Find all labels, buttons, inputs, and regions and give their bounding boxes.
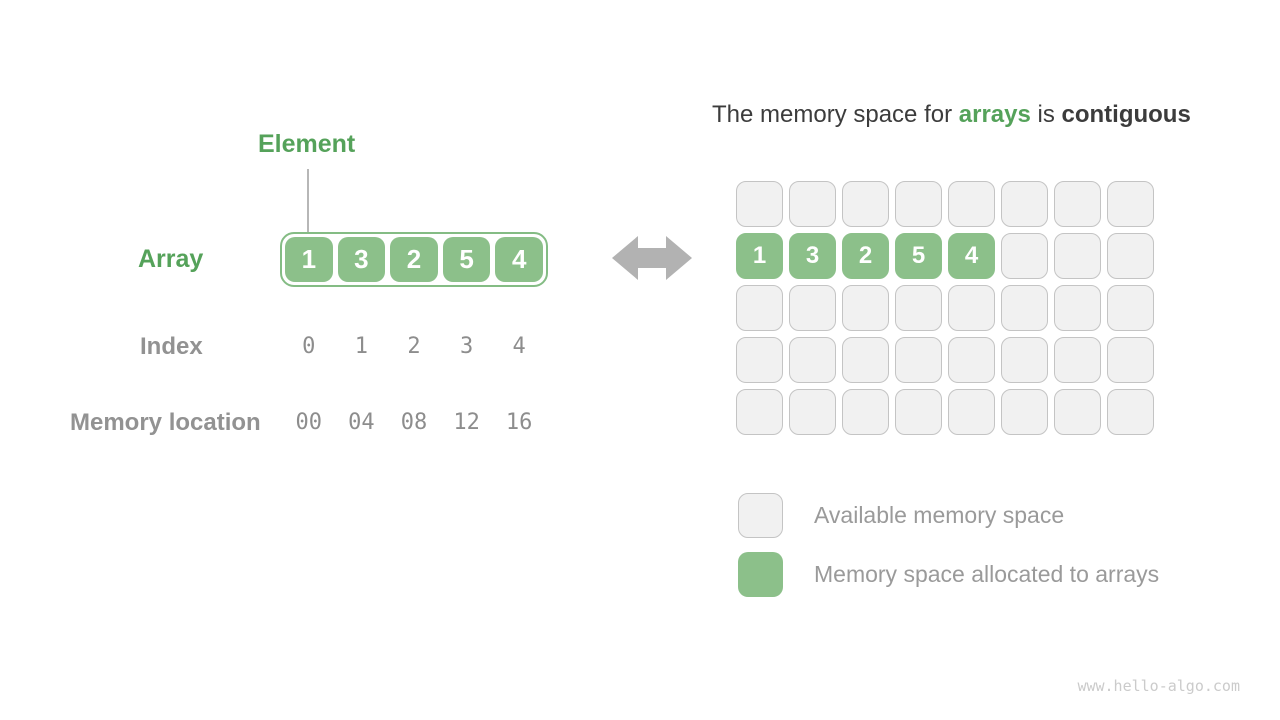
available-memory-cell: [895, 389, 942, 435]
allocated-memory-cell: 5: [895, 233, 942, 279]
available-memory-cell: [1054, 233, 1101, 279]
element-connector-line: [307, 169, 309, 232]
available-memory-cell: [1107, 233, 1154, 279]
available-memory-cell: [789, 285, 836, 331]
array-cell: 4: [495, 237, 543, 282]
available-memory-cell: [1001, 233, 1048, 279]
legend: Available memory space Memory space allo…: [738, 493, 1159, 611]
available-memory-cell: [1001, 337, 1048, 383]
memory-title: The memory space for arrays is contiguou…: [712, 101, 1192, 129]
available-memory-cell: [948, 181, 995, 227]
index-value: 2: [407, 334, 421, 359]
available-memory-cell: [1107, 389, 1154, 435]
index-value: 4: [512, 334, 526, 359]
available-memory-cell: [842, 389, 889, 435]
memory-location-value: 04: [348, 410, 375, 435]
allocated-memory-cell: 3: [789, 233, 836, 279]
element-label: Element: [258, 130, 356, 158]
available-memory-cell: [842, 337, 889, 383]
available-memory-cell: [789, 181, 836, 227]
available-memory-cell: [1054, 389, 1101, 435]
available-memory-cell: [895, 337, 942, 383]
double-arrow-icon: [612, 236, 692, 280]
array-container: 1 3 2 5 4: [280, 232, 548, 287]
available-memory-cell: [789, 337, 836, 383]
allocated-memory-cell: 4: [948, 233, 995, 279]
available-memory-swatch: [738, 493, 783, 538]
available-memory-cell: [736, 181, 783, 227]
available-memory-cell: [1054, 337, 1101, 383]
array-label: Array: [138, 245, 204, 273]
allocated-memory-cell: 1: [736, 233, 783, 279]
available-memory-cell: [895, 181, 942, 227]
available-memory-cell: [736, 337, 783, 383]
array-cell: 1: [285, 237, 333, 282]
allocated-memory-cell: 2: [842, 233, 889, 279]
title-prefix: The memory space for: [712, 101, 959, 128]
legend-row-allocated: Memory space allocated to arrays: [738, 552, 1159, 597]
title-middle: is: [1030, 101, 1062, 128]
available-memory-cell: [1107, 181, 1154, 227]
available-memory-cell: [736, 389, 783, 435]
index-value: 3: [459, 334, 474, 359]
array-cell: 5: [442, 237, 491, 282]
available-memory-cell: [1054, 285, 1101, 331]
available-memory-cell: [948, 337, 995, 383]
available-memory-cell: [948, 389, 995, 435]
title-arrays-highlight: arrays: [958, 101, 1031, 128]
index-values-row: 0 1 2 3 4: [285, 334, 543, 359]
available-memory-cell: [1107, 337, 1154, 383]
index-value: 1: [354, 334, 369, 359]
memory-location-value: 12: [453, 410, 480, 435]
available-memory-cell: [842, 285, 889, 331]
available-memory-cell: [895, 285, 942, 331]
available-memory-cell: [736, 285, 783, 331]
memory-location-values-row: 00 04 08 12 16: [285, 410, 543, 435]
available-memory-cell: [1107, 285, 1154, 331]
memory-location-label: Memory location: [70, 409, 261, 436]
allocated-memory-swatch: [738, 552, 783, 597]
available-memory-cell: [1001, 389, 1048, 435]
legend-label: Available memory space: [814, 502, 1065, 528]
array-cell: 2: [390, 237, 438, 282]
watermark: www.hello-algo.com: [1077, 677, 1240, 695]
array-cell: 3: [337, 237, 386, 282]
memory-location-value: 08: [400, 410, 428, 435]
legend-row-available: Available memory space: [738, 493, 1159, 538]
available-memory-cell: [789, 389, 836, 435]
legend-label: Memory space allocated to arrays: [814, 561, 1160, 587]
available-memory-cell: [1054, 181, 1101, 227]
memory-location-value: 16: [505, 410, 533, 435]
available-memory-cell: [1001, 285, 1048, 331]
title-contiguous-emphasis: contiguous: [1061, 101, 1191, 128]
available-memory-cell: [948, 285, 995, 331]
available-memory-cell: [1001, 181, 1048, 227]
available-memory-cell: [842, 181, 889, 227]
index-label: Index: [140, 333, 203, 360]
index-value: 0: [302, 334, 316, 359]
memory-location-value: 00: [295, 410, 323, 435]
